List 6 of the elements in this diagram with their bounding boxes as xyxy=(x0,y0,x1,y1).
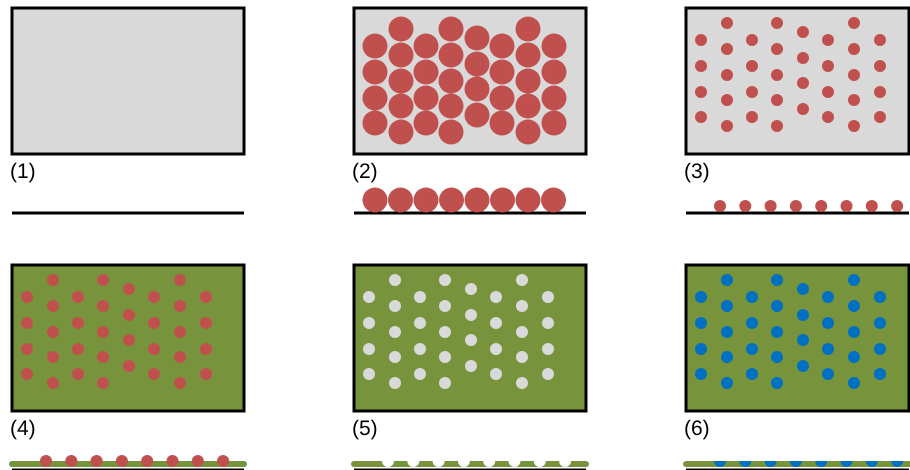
panel-number: (4) xyxy=(10,417,36,441)
panel-number: (3) xyxy=(684,160,710,184)
panel-number: (6) xyxy=(684,417,710,441)
panel-number: (1) xyxy=(10,160,36,184)
panel-number: (5) xyxy=(352,417,378,441)
panel-number: (2) xyxy=(352,160,378,184)
